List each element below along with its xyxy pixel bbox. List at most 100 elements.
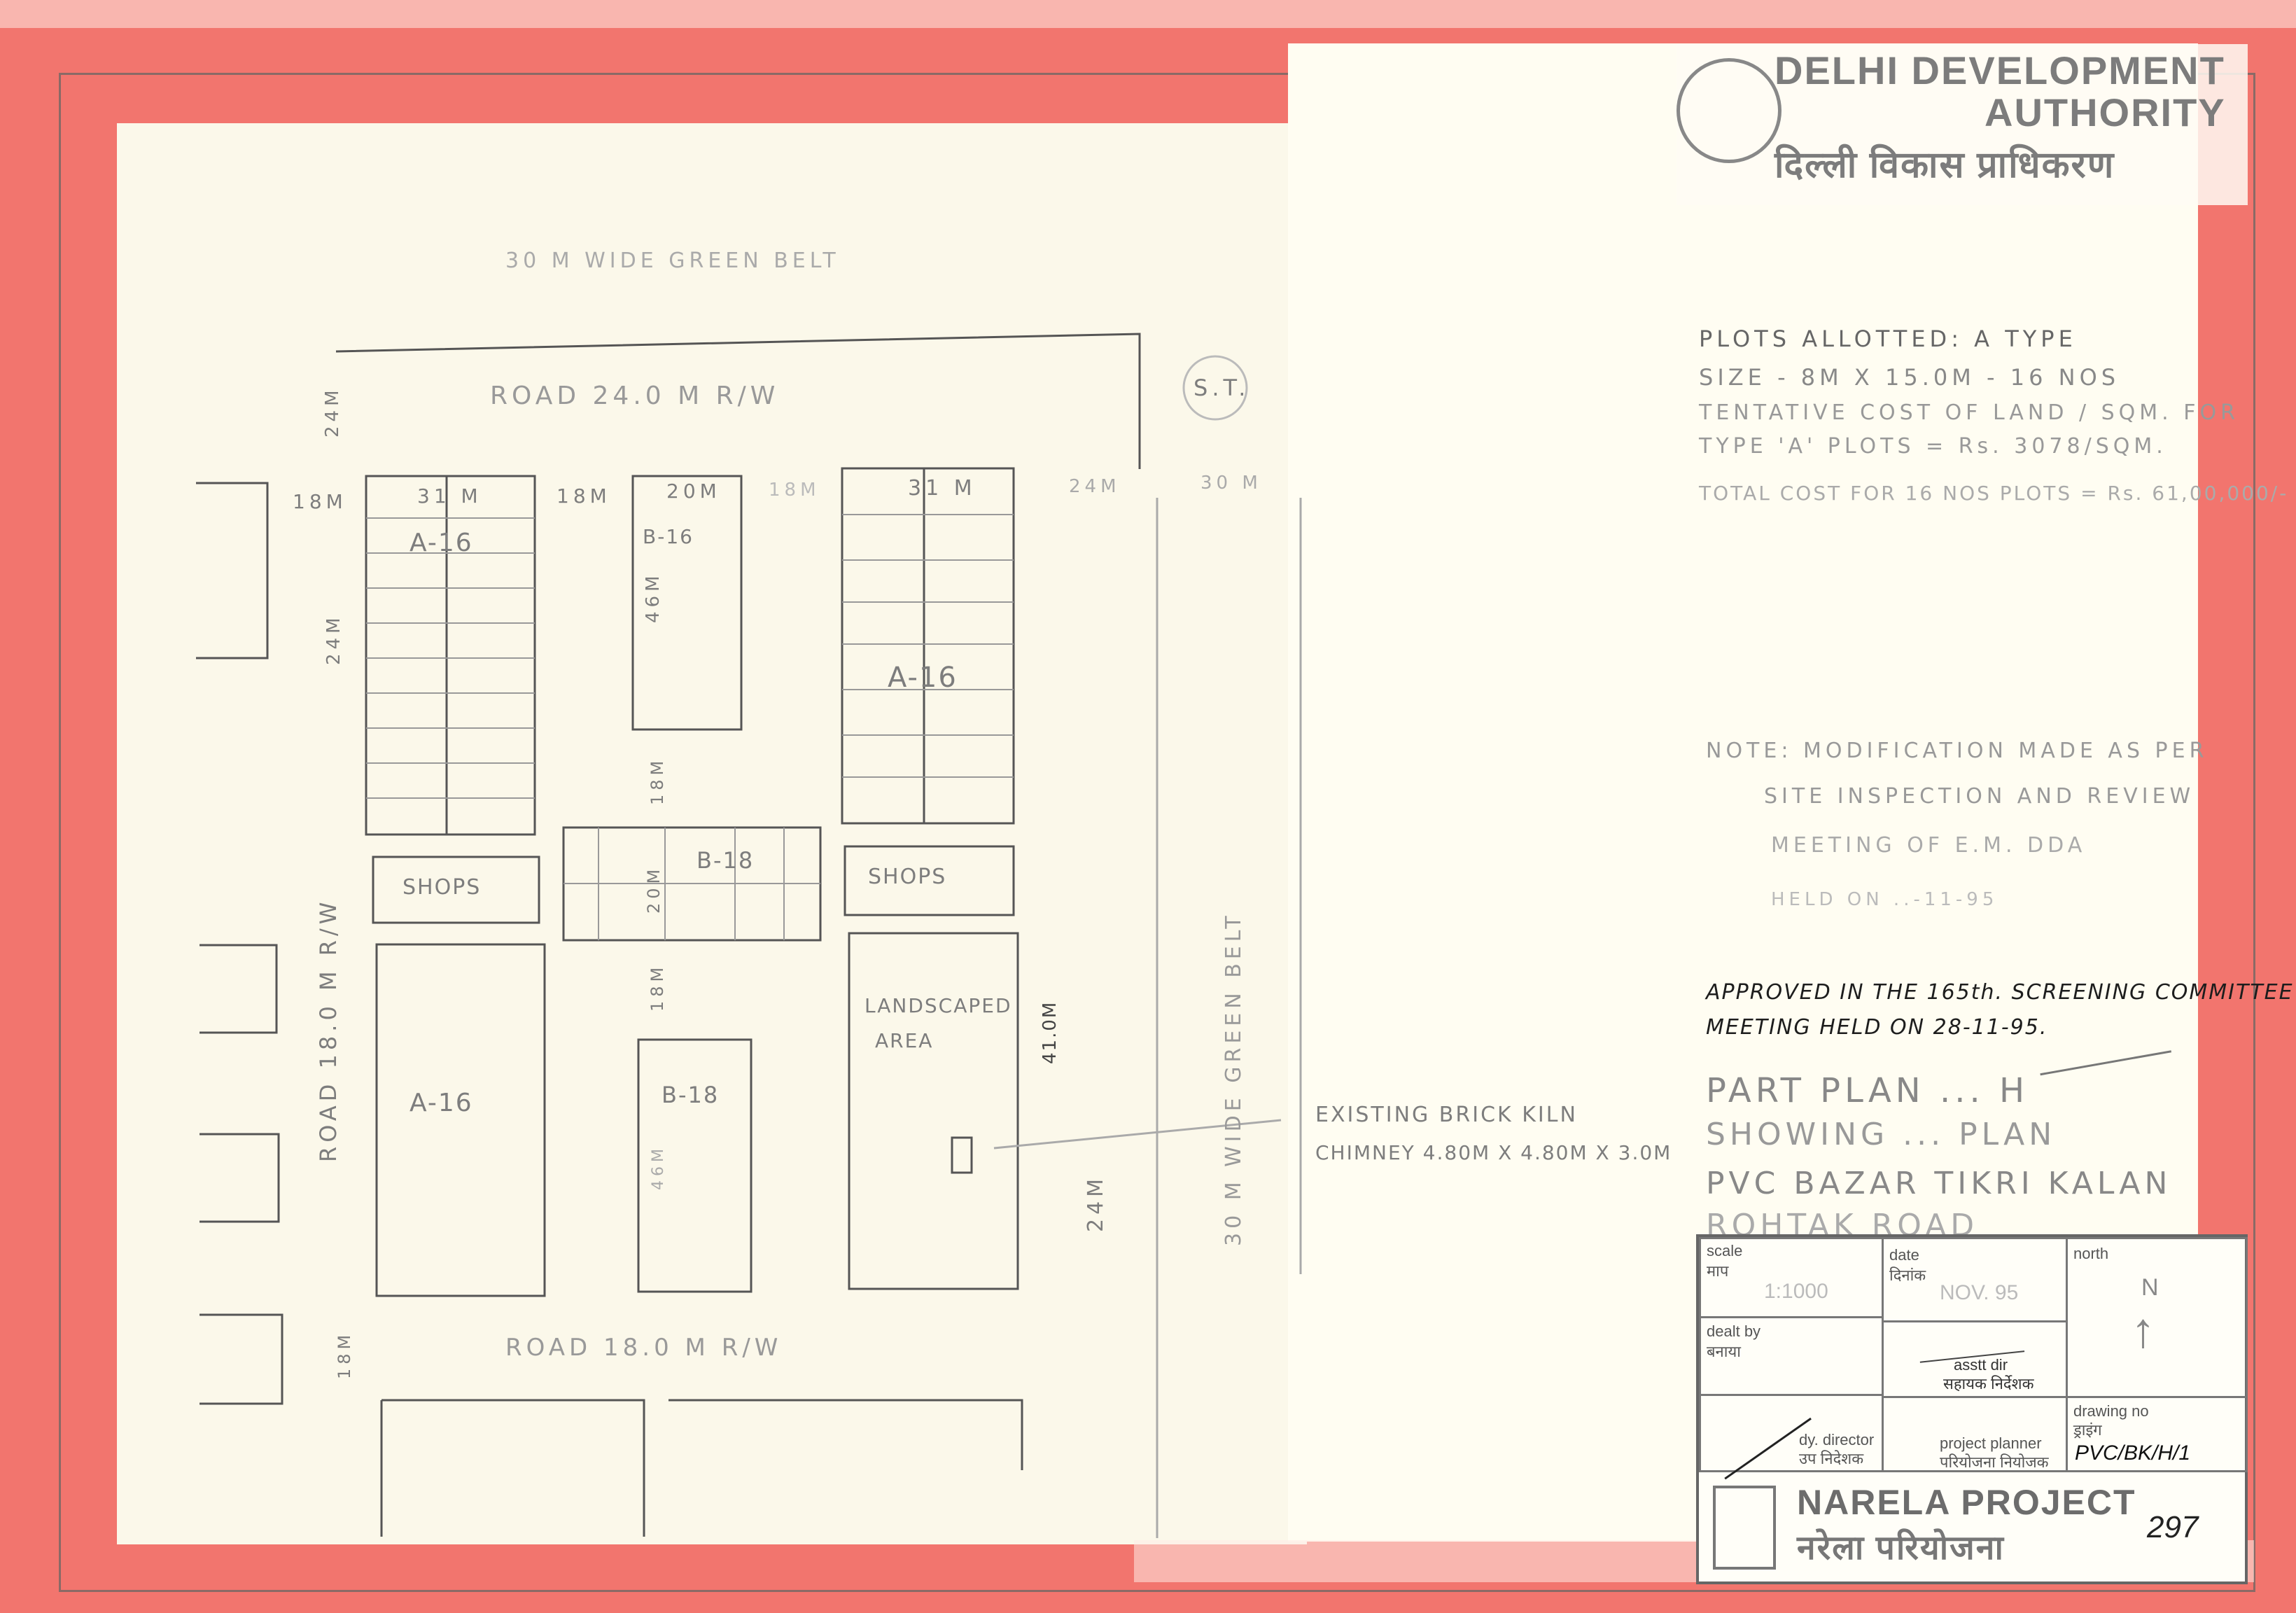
plot-block-b16-top (631, 475, 743, 731)
project-planner-label-hindi: परियोजना नियोजक (1940, 1453, 2049, 1471)
note-line: SIZE - 8M X 15.0M - 16 NOS (1699, 364, 2120, 391)
note-line: TYPE 'A' PLOTS = Rs. 3078/SQM. (1699, 434, 2167, 459)
road-bottom-label: ROAD 18.0 M R/W (505, 1334, 783, 1362)
plot-block-b18-bottom (637, 1038, 752, 1293)
title-line: PART PLAN ... H (1706, 1071, 2029, 1110)
landscaped-label: AREA (875, 1029, 934, 1052)
brick-kiln-dimensions: CHIMNEY 4.80M X 4.80M X 3.0M (1315, 1141, 1672, 1164)
note-line: MEETING OF E.M. DDA (1771, 833, 2087, 858)
north-arrow-icon: ↑ (2131, 1303, 2155, 1357)
dy-director-label-hindi: उप निदेशक (1799, 1450, 1864, 1467)
date-label-hindi: दिनांक (1889, 1266, 1926, 1284)
date-cell: date दिनांक NOV. 95 (1882, 1237, 2068, 1322)
shops-label: SHOPS (402, 875, 482, 900)
block-label-a16: A-16 (888, 662, 958, 694)
dim-label: 30 M (1200, 473, 1262, 494)
dim-label: 20M (644, 865, 664, 914)
dim-label: 41.0M (1040, 1000, 1060, 1064)
note-line: APPROVED IN THE 165th. SCREENING COMMITT… (1706, 980, 2294, 1005)
kiln-leader-line (993, 1119, 1282, 1150)
note-line: TENTATIVE COST OF LAND / SQM. FOR (1699, 400, 2239, 425)
plot-block-a16-1 (365, 475, 536, 836)
dim-label: 24M (1084, 1174, 1108, 1232)
drawing-number-cell: drawing no ड्राइंग PVC/BK/H/1 (2066, 1396, 2248, 1472)
dim-label: 31 M (908, 476, 976, 501)
asst-director-label-hindi: सहायक निर्देशक (1943, 1375, 2034, 1392)
dda-seal-icon (1676, 58, 1782, 163)
shops-right-box (844, 845, 1015, 916)
left-plot-outline (196, 482, 284, 1405)
landscaped-label: LANDSCAPED (864, 994, 1012, 1017)
north-label: north (2073, 1245, 2109, 1262)
dim-label: 24M (1069, 476, 1121, 497)
north-cell: north N ↑ (2066, 1237, 2248, 1398)
stamp-org-line1: DELHI DEVELOPMENT (1774, 48, 2225, 92)
stamp-org-line2: AUTHORITY (1984, 90, 2226, 134)
plot-block-a16-right (841, 467, 1015, 825)
scale-label-hindi: माप (1707, 1262, 1729, 1280)
note-line: PLOTS ALLOTTED: A TYPE (1699, 326, 2077, 352)
note-line: MEETING HELD ON 28-11-95. (1706, 1015, 2048, 1040)
drawing-number-label: drawing no (2073, 1402, 2149, 1420)
asst-director-label: asstt dir (1954, 1356, 2008, 1374)
dy-director-signature (1709, 1396, 1812, 1480)
brick-kiln-chimney (951, 1136, 973, 1174)
scale-value: 1:1000 (1764, 1280, 1828, 1303)
bottom-plot-outline (380, 1399, 1023, 1537)
dim-label: 20M (666, 480, 721, 503)
dy-director-label: dy. director (1799, 1431, 1875, 1448)
drawing-number-label-hindi: ड्राइंग (2073, 1421, 2102, 1439)
shops-left-box (372, 856, 540, 924)
landscaped-area-box (848, 932, 1019, 1290)
project-planner-cell: project planner परियोजना नियोजक (1882, 1396, 2068, 1472)
dealt-by-cell: dealt by बनाया (1699, 1316, 1884, 1396)
road-top-edge (335, 333, 1141, 469)
road-top-label: ROAD 24.0 M R/W (490, 382, 780, 410)
tape-strip (0, 0, 2296, 28)
title-block: scale माप 1:1000 date दिनांक NOV. 95 nor… (1696, 1234, 2248, 1584)
dim-label: 18M (335, 1330, 354, 1379)
dim-label: 24M (323, 613, 344, 665)
dim-label: 18M (293, 490, 347, 513)
scale-label: scale (1707, 1242, 1743, 1259)
sheet-number: 297 (2147, 1510, 2199, 1544)
green-belt-top-label: 30 M WIDE GREEN BELT (505, 249, 840, 273)
block-label-b18: B-18 (696, 847, 755, 874)
title-line: PVC BAZAR TIKRI KALAN (1706, 1166, 2172, 1201)
date-label: date (1889, 1246, 1919, 1264)
st-label: S.T. (1194, 375, 1250, 401)
dim-label: 18M (648, 963, 667, 1012)
narela-logo-icon (1713, 1486, 1776, 1570)
project-planner-label: project planner (1940, 1434, 2042, 1452)
dim-label: 46M (643, 571, 664, 623)
block-label-a16: A-16 (410, 1089, 473, 1117)
project-name-hindi: नरेला परियोजना (1797, 1530, 2005, 1567)
green-belt-right-label: 30 M WIDE GREEN BELT (1222, 912, 1246, 1246)
dda-stamp: DELHI DEVELOPMENT AUTHORITY दिल्ली विकास… (1676, 44, 2248, 205)
dim-label: 18M (556, 484, 611, 508)
dim-label: 46M (650, 1145, 667, 1190)
title-line: SHOWING ... PLAN (1706, 1117, 2057, 1152)
note-line: TOTAL COST FOR 16 NOS PLOTS = Rs. 61,00,… (1699, 482, 2289, 505)
project-name: NARELA PROJECT (1797, 1483, 2136, 1522)
asst-director-cell: asstt dir सहायक निर्देशक (1882, 1320, 2068, 1398)
north-letter: N (2141, 1274, 2159, 1301)
dim-label: 24M (322, 386, 343, 438)
block-label-b18: B-18 (662, 1082, 720, 1108)
note-line: NOTE: MODIFICATION MADE AS PER (1706, 739, 2208, 763)
note-line: SITE INSPECTION AND REVIEW (1764, 784, 2195, 809)
drawing-number-value: PVC/BK/H/1 (2075, 1441, 2191, 1465)
block-label-b16: B-16 (643, 525, 694, 548)
shops-label: SHOPS (868, 865, 947, 889)
drawing-frame (59, 73, 2255, 1592)
dim-label: 31 M (417, 484, 482, 508)
plan-sheet (117, 123, 1307, 1544)
dealt-by-label: dealt by (1707, 1322, 1761, 1340)
dim-label: 18M (769, 480, 820, 501)
stamp-org-hindi: दिल्ली विकास प्राधिकरण (1774, 145, 2115, 186)
road-left-label: ROAD 18.0 M R/W (315, 898, 342, 1162)
dealt-by-label-hindi: बनाया (1707, 1343, 1741, 1360)
date-value: NOV. 95 (1940, 1281, 2019, 1304)
st-circle (1182, 355, 1248, 421)
plot-subdivisions (366, 514, 1014, 940)
